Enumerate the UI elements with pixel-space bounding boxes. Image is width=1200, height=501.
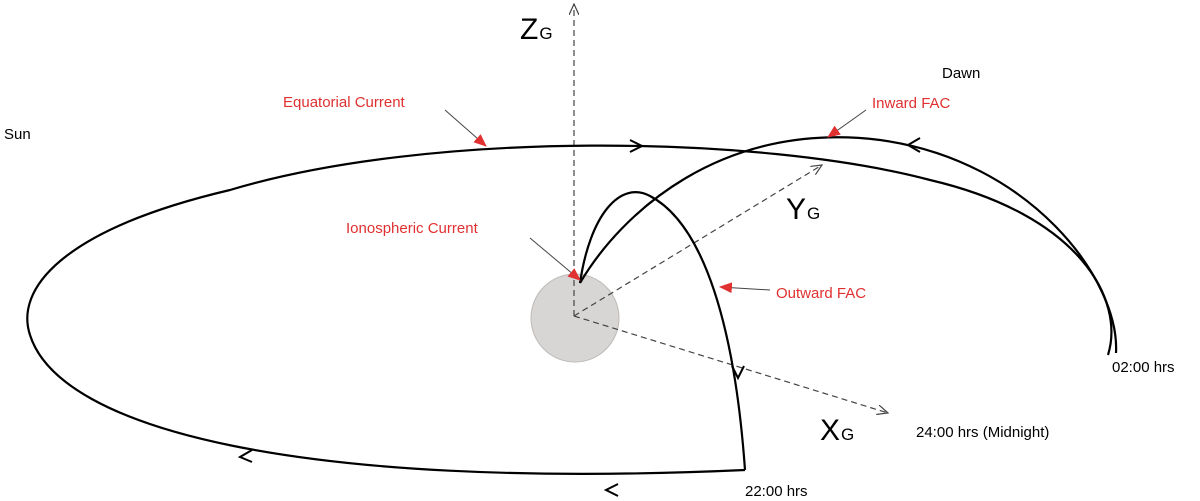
time-2200-label: 22:00 hrs [745, 483, 808, 500]
outward-fac-line [578, 191, 747, 471]
direction-arrow-outward [731, 365, 745, 381]
y-axis [573, 165, 822, 317]
sun-label: Sun [4, 126, 31, 143]
direction-arrow-bottom-right [603, 483, 619, 497]
y-axis-label: YG [786, 193, 820, 226]
outward-fac-label: Outward FAC [776, 285, 866, 302]
inward-fac-line [579, 136, 1118, 354]
z-axis-letter: Z [520, 13, 538, 46]
direction-arrow-bottom-left [237, 449, 253, 463]
time-2400-label: 24:00 hrs (Midnight) [916, 424, 1049, 441]
x-axis-letter: X [820, 414, 840, 447]
direction-arrow-top [629, 139, 645, 153]
earth-sphere [530, 273, 620, 363]
time-0200-label: 02:00 hrs [1112, 359, 1175, 376]
ionospheric-current-label: Ionospheric Current [346, 220, 479, 237]
inward-fac-pointer [827, 109, 867, 138]
z-axis-label: ZG [520, 13, 553, 46]
x-axis [573, 315, 888, 413]
inward-fac-label: Inward FAC [872, 95, 951, 112]
z-axis-subscript: G [539, 24, 552, 43]
outward-fac-pointer [718, 282, 771, 294]
y-axis-letter: Y [786, 193, 806, 226]
equatorial-current-loop [26, 144, 1113, 475]
x-axis-label: XG [820, 414, 854, 447]
dawn-label: Dawn [942, 65, 980, 82]
y-axis-subscript: G [807, 204, 820, 223]
equatorial-current-pointer [444, 109, 487, 147]
ionospheric-current-pointer [529, 237, 581, 281]
direction-arrow-inward [906, 137, 921, 153]
equatorial-current-label: Equatorial Current [283, 94, 406, 111]
x-axis-subscript: G [841, 425, 854, 444]
